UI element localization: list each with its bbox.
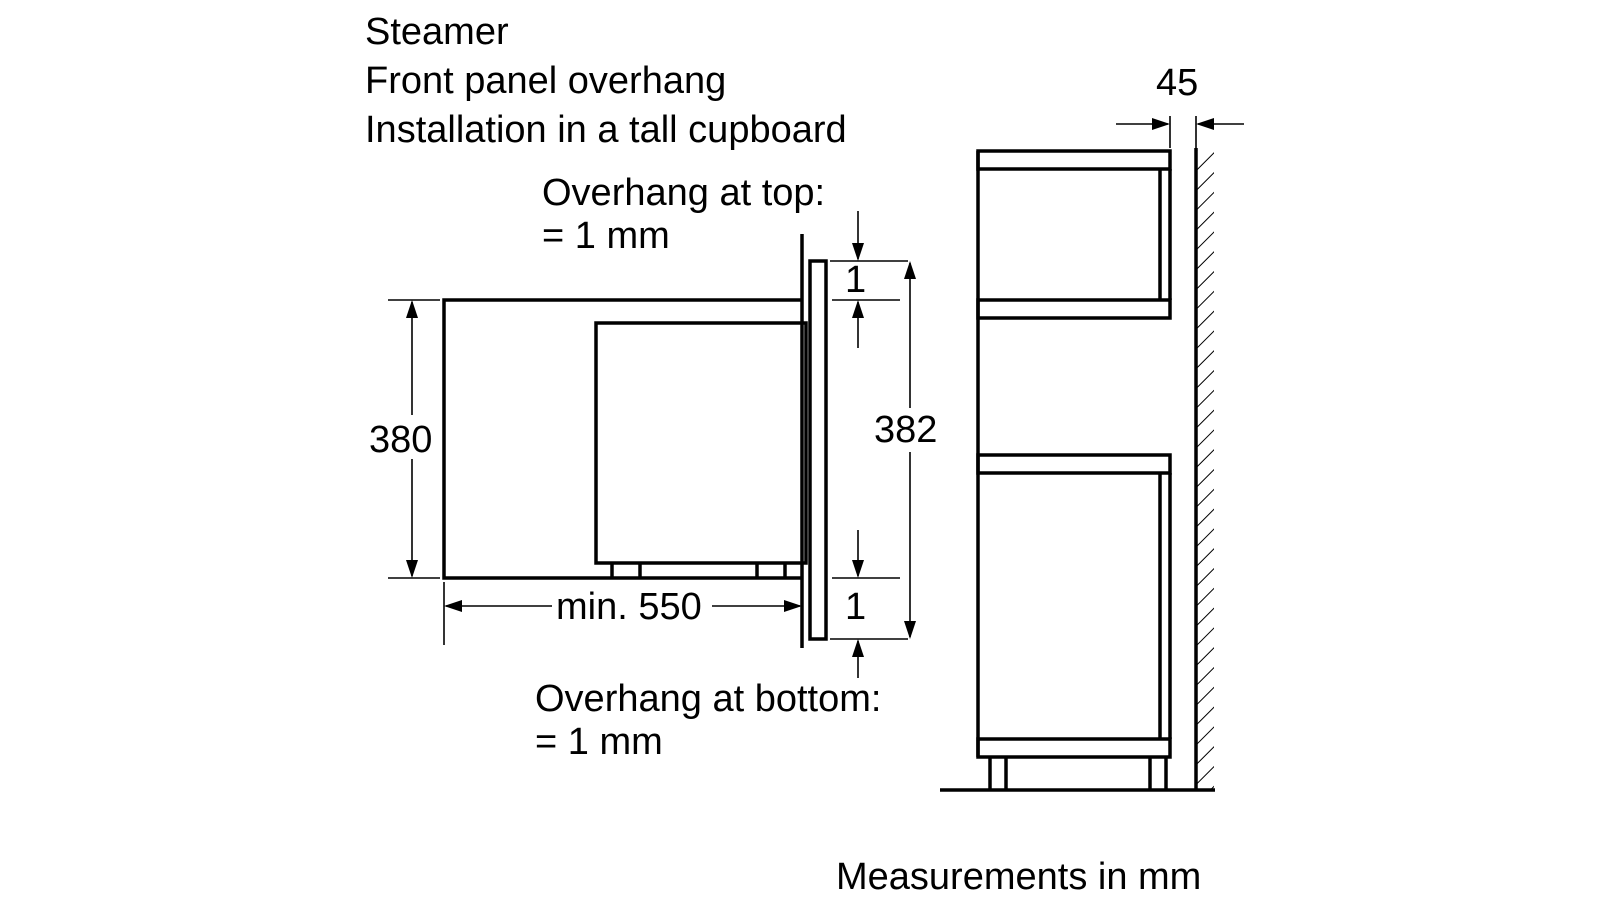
overhang-top-value: = 1 mm: [542, 215, 670, 257]
arrow-right: [1152, 118, 1170, 130]
side-view: 380 min. 550 1 1 382: [368, 211, 948, 678]
arrow-up: [852, 639, 864, 657]
niche-outline: [442, 298, 802, 580]
overhang-bottom-value: = 1 mm: [535, 721, 663, 763]
wall-hatching: [1196, 150, 1214, 790]
dim-550-label-bg: [552, 585, 712, 627]
shelf-top: [976, 149, 1172, 171]
dim-382-label-bg: [872, 408, 948, 452]
appliance-body: [594, 321, 808, 565]
shelf-middle: [976, 453, 1172, 475]
dim-45-label: 45: [1156, 62, 1198, 104]
arrow-up: [406, 300, 418, 318]
arrow-down: [406, 560, 418, 578]
arrow-right: [784, 600, 802, 612]
arrow-down: [852, 560, 864, 578]
dim-550-label: min. 550: [556, 586, 702, 628]
overhang-top-label: Overhang at top:: [542, 172, 825, 214]
dim-382-label: 382: [874, 409, 937, 451]
dim-380-label-bg: [368, 415, 440, 459]
units-note: Measurements in mm: [836, 856, 1201, 898]
cupboard-view: 45: [940, 62, 1244, 792]
header-subtitle: Front panel overhang: [365, 60, 726, 102]
dim-380-label: 380: [369, 419, 432, 461]
arrow-down: [852, 243, 864, 261]
arrow-down: [904, 621, 916, 639]
arrow-up: [904, 261, 916, 279]
overhang-bottom-label: Overhang at bottom:: [535, 678, 881, 720]
top-gap-label: 1: [845, 259, 866, 301]
header-title: Steamer: [365, 11, 509, 53]
arrow-left: [444, 600, 462, 612]
shelf-upper: [976, 298, 1172, 320]
arrow-left: [1196, 118, 1214, 130]
front-panel: [808, 259, 828, 641]
header-installation: Installation in a tall cupboard: [365, 109, 847, 151]
shelf-bottom: [976, 737, 1172, 759]
bottom-gap-label: 1: [845, 586, 866, 628]
arrow-up: [852, 300, 864, 318]
